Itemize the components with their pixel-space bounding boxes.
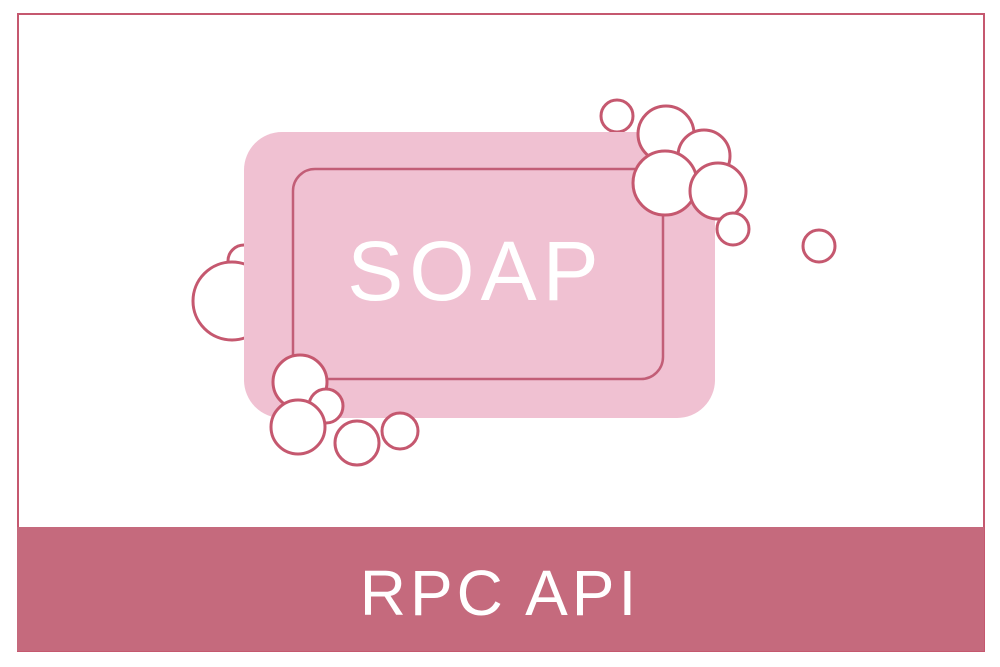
- bubble-lone-icon: [801, 228, 837, 264]
- title-banner: RPC API: [17, 527, 984, 651]
- banner-background: [17, 527, 984, 651]
- bubble-icon: [715, 211, 751, 247]
- bubble-top-small-icon: [599, 98, 635, 134]
- banner-label: RPC API: [360, 557, 641, 629]
- bubble-icon: [688, 161, 748, 221]
- soap-label: SOAP: [347, 224, 604, 318]
- soap-bar-inner-outline: [291, 167, 665, 381]
- bubble-cluster-bottom-left: [269, 353, 420, 467]
- soap-bar-icon: SOAP: [244, 132, 715, 418]
- bubble-icon: [333, 419, 381, 467]
- bubble-icon: [631, 149, 699, 217]
- soap-bar-body: [244, 132, 715, 418]
- bubble-icon: [269, 398, 327, 456]
- bubble-icon: [380, 411, 420, 451]
- bubble-cluster-top-right: [631, 104, 751, 247]
